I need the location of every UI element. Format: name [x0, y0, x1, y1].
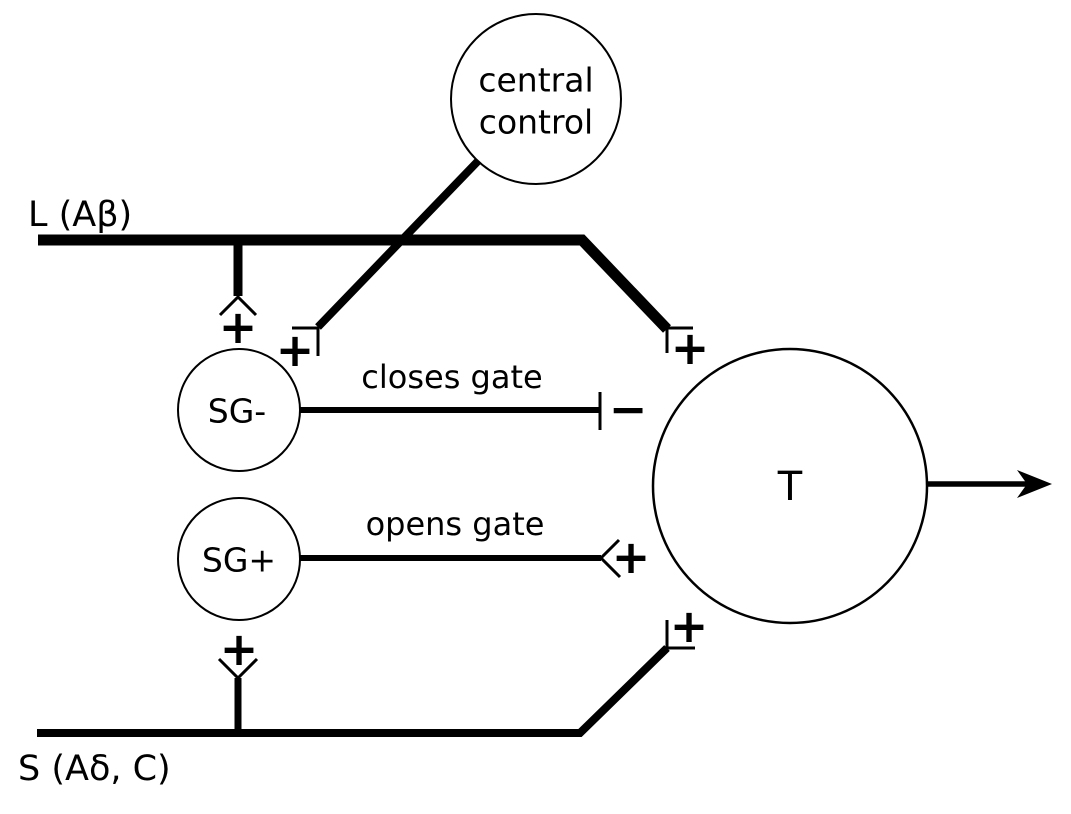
l-to-t-terminal-icon [665, 326, 693, 353]
central-control-label-line1: central [478, 61, 593, 100]
plus-sign: + [612, 530, 651, 584]
sg-minus-label: SG- [208, 392, 266, 431]
central-control-node [450, 13, 622, 185]
central-control-projection-line [315, 157, 482, 330]
s-fiber-label: S (Aδ, C) [18, 749, 171, 789]
plus-sign: + [670, 599, 709, 653]
l-branch-fork-icon [218, 294, 258, 317]
opens-gate-label: opens gate [366, 505, 545, 543]
minus-sign: − [609, 382, 648, 436]
plus-sign: + [220, 622, 259, 676]
central-control-label-line2: control [479, 103, 593, 142]
opens-gate-fork-icon [598, 538, 622, 579]
plus-sign: + [671, 321, 710, 375]
s-branch-fork-icon [217, 657, 259, 681]
t-cell-label: T [777, 464, 803, 510]
closes-gate-label: closes gate [361, 358, 542, 396]
l-fiber-line [38, 234, 671, 333]
plus-sign: + [219, 300, 258, 354]
output-arrowhead-icon [1017, 470, 1052, 498]
l-fiber-label: L (Aβ) [28, 195, 132, 235]
s-fiber-line [37, 645, 670, 737]
central-control-terminal-icon [292, 326, 320, 356]
sg-plus-label: SG+ [202, 541, 276, 580]
